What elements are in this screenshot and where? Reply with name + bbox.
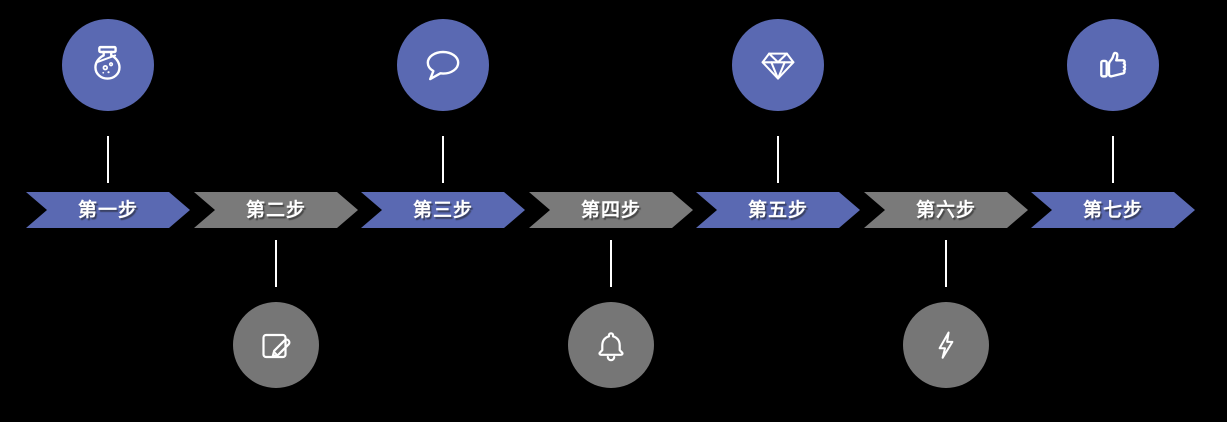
edit-pencil-icon [262,333,291,359]
step-4-icon-circle [568,302,654,388]
bell-icon [598,332,624,362]
diamond-icon [761,52,795,80]
step-5-arrow: 第五步 [696,192,860,228]
step-6-icon-circle [903,302,989,388]
step-7-arrow: 第七步 [1031,192,1195,228]
step-4-label: 第四步 [580,198,641,221]
connector-line [275,240,277,287]
thumbs-up-icon [1100,51,1127,78]
step-7-icon-circle [1067,19,1159,111]
connector-line [945,240,947,287]
step-4-arrow: 第四步 [529,192,693,228]
step-1: 第一步 [24,0,192,422]
step-6-arrow: 第六步 [864,192,1028,228]
step-7: 第七步 [1029,0,1197,422]
step-5: 第五步 [694,0,862,422]
connector-line [777,136,779,183]
step-3-icon-circle [397,19,489,111]
step-3-arrow: 第三步 [361,192,525,228]
step-2-arrow: 第二步 [194,192,358,228]
connector-line [610,240,612,287]
step-6: 第六步 [862,0,1030,422]
speech-bubble-icon [426,50,460,81]
step-2-label: 第二步 [245,198,306,221]
step-1-label: 第一步 [77,198,138,221]
connector-line [107,136,109,183]
connector-line [442,136,444,183]
step-3-label: 第三步 [412,198,473,221]
step-7-label: 第七步 [1082,198,1143,221]
step-1-arrow: 第一步 [26,192,190,228]
flask-icon [94,45,121,80]
step-5-icon-circle [732,19,824,111]
step-5-label: 第五步 [747,198,808,221]
step-1-icon-circle [62,19,154,111]
step-4: 第四步 [527,0,695,422]
lightning-icon [938,331,954,359]
step-2: 第二步 [192,0,360,422]
connector-line [1112,136,1114,183]
step-6-label: 第六步 [915,198,976,221]
step-3: 第三步 [359,0,527,422]
step-2-icon-circle [233,302,319,388]
